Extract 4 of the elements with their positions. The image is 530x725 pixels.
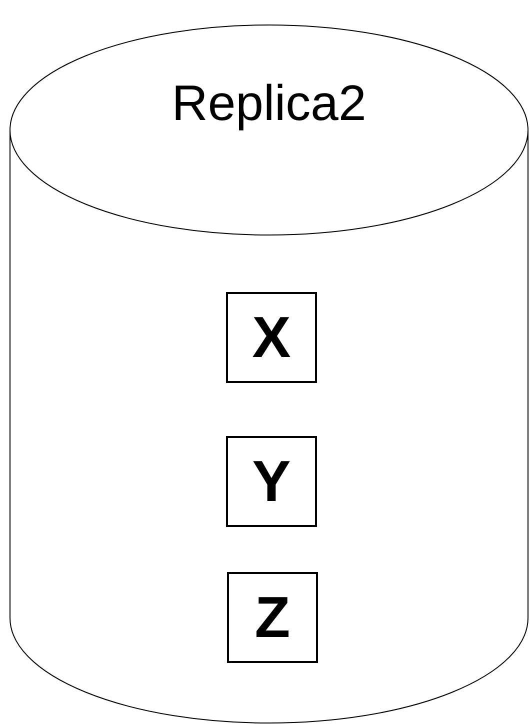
data-item-box: Z [227,572,318,663]
database-label: Replica2 [170,74,368,133]
data-item-box: X [226,292,317,383]
data-item-box: Y [226,436,317,527]
